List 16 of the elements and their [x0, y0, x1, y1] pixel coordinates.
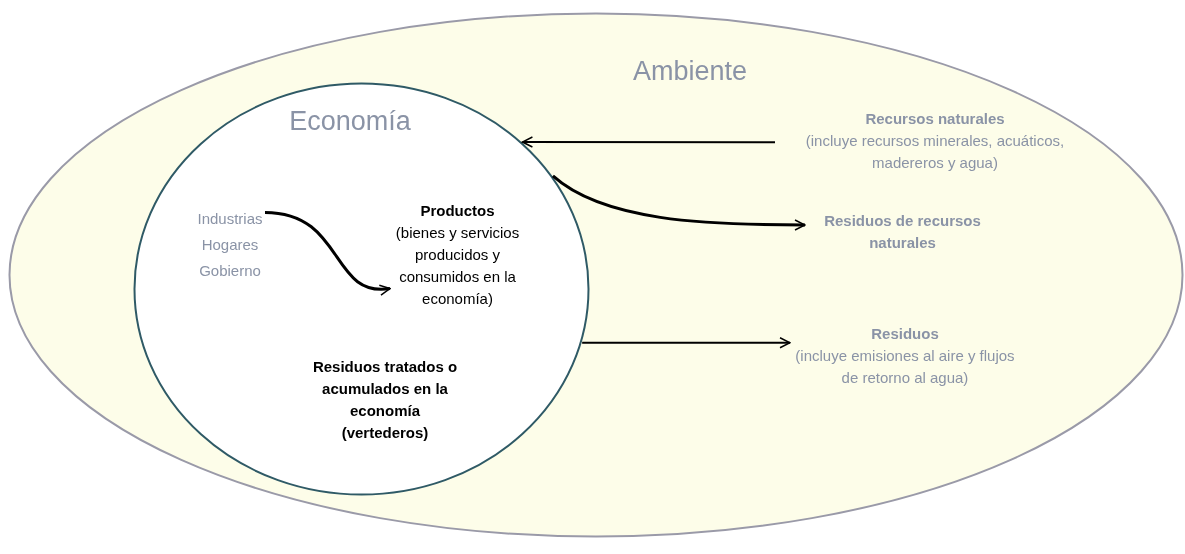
- curved-arrow: [264, 210, 391, 295]
- region-title: Ambiente: [631, 55, 749, 88]
- node-text: Residuos de recursos naturales: [823, 211, 982, 253]
- node-heading: Residuos tratados o acumulados en la economía: [311, 357, 459, 421]
- node-text: (incluye emisiones al aire y flujos de retorno al agua): [794, 346, 1016, 388]
- curved-arrow: [552, 174, 806, 231]
- node-text: (incluye recursos minerales, acuáticos, madereros y agua): [804, 131, 1066, 173]
- node-text: (bienes y servicios producidos y consumidos en la economía): [394, 223, 521, 309]
- node-heading: Residuos: [870, 324, 940, 344]
- node-text: (vertederos): [340, 423, 430, 443]
- arrow: [521, 136, 776, 148]
- region-title: Economía: [288, 105, 412, 138]
- arrow: [581, 337, 791, 349]
- node-heading: Productos: [419, 201, 496, 221]
- node-text: Industrias Hogares Gobierno: [196, 209, 264, 281]
- node-heading: Recursos naturales: [864, 109, 1006, 129]
